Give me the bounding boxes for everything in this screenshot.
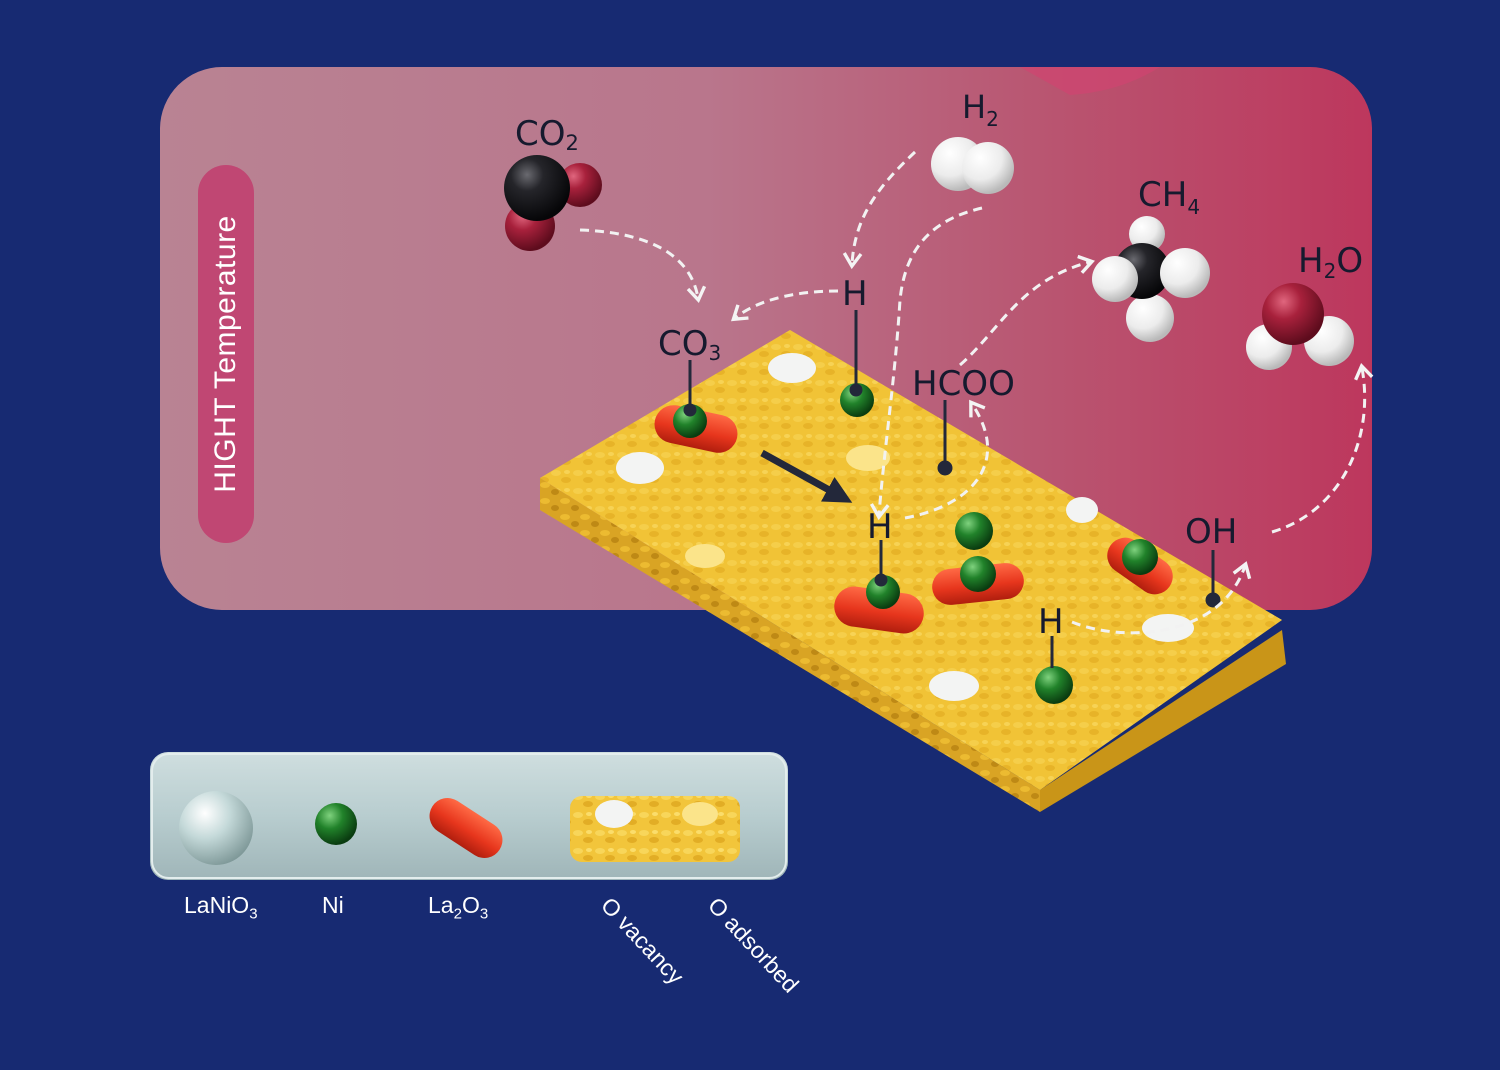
ni-la2o3-site bbox=[1107, 537, 1173, 595]
oxygen-vacancy bbox=[929, 671, 979, 701]
carbon-atom bbox=[504, 155, 570, 221]
legend-adsorbed-swatch bbox=[682, 802, 718, 826]
ni-particle bbox=[960, 556, 996, 592]
oxygen-adsorbed bbox=[685, 544, 725, 568]
legend-lanio3-swatch bbox=[179, 791, 253, 865]
co2-molecule bbox=[504, 155, 602, 251]
pin-co3-dot bbox=[683, 403, 697, 417]
la2o3-particle bbox=[834, 586, 924, 634]
legend-ni-swatch bbox=[315, 803, 357, 845]
surface-direction-arrow bbox=[760, 449, 853, 503]
legend-label-ni: Ni bbox=[322, 892, 344, 918]
label-oh: OH bbox=[1185, 512, 1237, 552]
oxygen-vacancy bbox=[768, 353, 816, 383]
path-h2-to-h bbox=[842, 150, 917, 270]
ni-la2o3-site bbox=[932, 512, 1024, 605]
label-hcoo: HCOO bbox=[912, 364, 1015, 404]
path-h-to-co3 bbox=[730, 289, 839, 322]
label-h2o: H2O bbox=[1298, 241, 1363, 283]
path-h-to-oh bbox=[1071, 561, 1252, 635]
ni-particle bbox=[866, 575, 900, 609]
legend-support-body bbox=[570, 796, 740, 862]
slab-front-side bbox=[540, 478, 1040, 812]
hydrogen-atom bbox=[1092, 256, 1138, 302]
oxygen-adsorbed bbox=[846, 445, 890, 471]
hydrogen-atom bbox=[1126, 294, 1174, 342]
label-co3: CO3 bbox=[658, 324, 721, 365]
path-co2-to-co3 bbox=[579, 228, 707, 304]
pin-hcoo-dot bbox=[937, 460, 953, 476]
ni-particle bbox=[1035, 666, 1073, 704]
label-ch4: CH4 bbox=[1138, 175, 1200, 219]
pin-h-mid-dot bbox=[874, 573, 888, 587]
legend-border bbox=[151, 753, 787, 879]
h2o-molecule bbox=[1246, 283, 1354, 370]
ni-particle bbox=[673, 404, 707, 438]
label-h-mid: H bbox=[867, 507, 893, 547]
path-surface-to-hcoo bbox=[904, 399, 990, 520]
legend-box bbox=[150, 752, 788, 880]
legend-label-lanio3: LaNiO3 bbox=[184, 892, 258, 923]
pin-h-top-dot bbox=[849, 383, 863, 397]
panel-highlight bbox=[1020, 67, 1160, 95]
oxygen-atom bbox=[1262, 283, 1324, 345]
label-co2: CO2 bbox=[515, 114, 579, 155]
ni-particle bbox=[1122, 539, 1158, 575]
ni-la2o3-site bbox=[654, 404, 738, 453]
label-h-top: H bbox=[842, 274, 868, 314]
hydrogen-atom bbox=[1160, 248, 1210, 298]
path-h2-to-surface bbox=[869, 206, 983, 521]
ni-particle bbox=[840, 383, 874, 417]
h2-molecule bbox=[931, 137, 1014, 194]
hydrogen-atom bbox=[1129, 216, 1165, 252]
ch4-molecule bbox=[1092, 216, 1210, 342]
legend-vacancy-swatch bbox=[595, 800, 633, 828]
ni-la2o3-site bbox=[834, 575, 924, 634]
pin-oh-dot bbox=[1205, 592, 1221, 608]
oxygen-vacancy bbox=[616, 452, 664, 484]
oxygen-vacancy bbox=[1066, 497, 1098, 523]
label-h2: H2 bbox=[962, 88, 999, 131]
path-hcoo-to-ch4 bbox=[959, 254, 1095, 367]
reaction-panel bbox=[160, 67, 1372, 610]
label-h-low: H bbox=[1038, 602, 1064, 642]
legend-support-swatch bbox=[570, 796, 740, 862]
hydrogen-atom bbox=[962, 142, 1014, 194]
slab-right-side bbox=[1040, 630, 1286, 812]
legend-label-la2o3: La2O3 bbox=[428, 892, 489, 923]
ni-particle bbox=[955, 512, 993, 550]
temperature-badge bbox=[198, 165, 254, 543]
legend-la2o3-swatch bbox=[429, 798, 503, 858]
temperature-label: HIGHT Temperature bbox=[209, 215, 242, 493]
